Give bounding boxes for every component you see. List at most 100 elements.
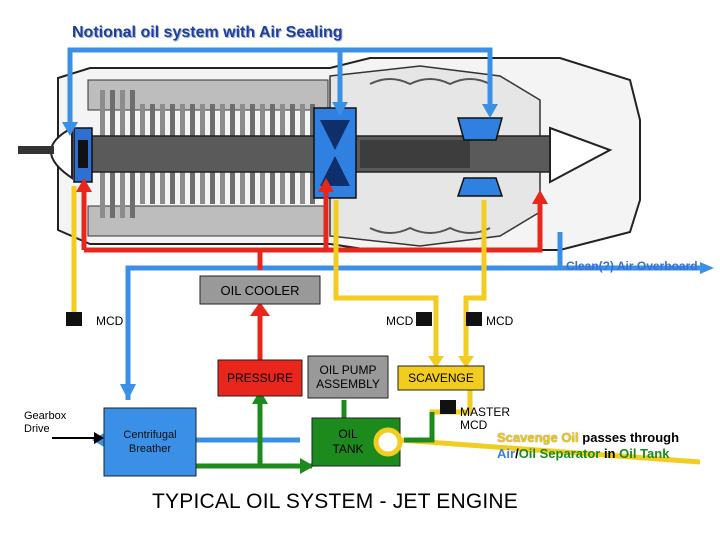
centrifugal-breather-box — [103, 407, 197, 477]
compressor-blade — [130, 172, 135, 218]
compressor-blade — [190, 172, 195, 204]
pressure-arrow-cooler — [250, 302, 270, 316]
compressor-blade — [140, 172, 145, 204]
compressor-blade — [300, 104, 305, 136]
compressor-blade — [150, 104, 155, 136]
mcd-label-left: MCD — [96, 314, 124, 328]
compressor-blade — [310, 172, 315, 204]
compressor-blade — [280, 104, 285, 136]
compressor-blade — [120, 90, 125, 136]
note-air: Air — [497, 446, 516, 461]
compressor-blade — [230, 104, 235, 136]
rear-bearing-chamber — [456, 117, 504, 197]
oil-tank-label-line2: TANK — [332, 442, 364, 456]
mcd-label-right: MCD — [486, 314, 514, 328]
oil-tank-label-line1: OIL — [338, 427, 358, 441]
air-arrow-center — [332, 102, 348, 116]
front-bearing-chamber — [73, 127, 93, 183]
pressure-label: PRESSURE — [226, 371, 294, 385]
pressure-arrow-front — [76, 178, 92, 192]
gearbox-label-line2: Drive — [24, 423, 50, 435]
return-arrow-pump — [252, 390, 268, 404]
return-arrow-tank-in — [300, 458, 314, 474]
scavenge-arrow-1 — [428, 356, 444, 368]
scavenge-box — [397, 365, 485, 391]
gearbox-label-line1: Gearbox — [24, 410, 67, 422]
compressor-blade — [160, 172, 165, 204]
pressure-arrow-rear — [532, 190, 548, 204]
air-arrow-front — [62, 122, 78, 136]
oil-pump-label-line2: ASSEMBLY — [316, 377, 380, 391]
mcd-markers — [66, 312, 482, 414]
jet-engine-cutaway — [18, 57, 641, 251]
note-in: in — [600, 446, 620, 461]
exhaust-cone — [549, 126, 613, 184]
master-mcd-label: MASTER MCD — [460, 406, 510, 432]
compressor-blade — [100, 172, 105, 218]
note-slash: / — [515, 446, 519, 461]
oil-tank-label: OIL TANK — [312, 418, 384, 466]
compressor-blade — [150, 172, 155, 204]
compressor-blade — [210, 104, 215, 136]
compressor-blade — [170, 172, 175, 204]
breather-label: Centrifugal Breather — [104, 408, 196, 476]
compressor-blade — [110, 90, 115, 136]
oil-pump-box — [307, 355, 389, 399]
compressor-blade — [180, 104, 185, 136]
compressor-blade — [240, 172, 245, 204]
compressor-blade — [120, 172, 125, 218]
compressor-blade — [210, 172, 215, 204]
separator-note-line2: Air/Oil Separator in Oil Tank — [497, 446, 679, 462]
separator-note: Scavenge Oil passes through Air/Oil Sepa… — [497, 430, 679, 462]
compressor-blade — [290, 104, 295, 136]
compressor-blade — [170, 104, 175, 136]
compressor-blade — [200, 172, 205, 204]
note-oil-separator: Oil Separator — [518, 446, 601, 461]
compressor-blade — [260, 104, 265, 136]
center-bearing-chamber — [313, 107, 357, 199]
compressor-blade — [260, 172, 265, 204]
compressor-blade — [160, 104, 165, 136]
compressor-blade — [270, 172, 275, 204]
return-lines — [196, 400, 435, 469]
compressor-blade — [190, 104, 195, 136]
compressor-blade — [250, 104, 255, 136]
compressor-blade — [130, 90, 135, 136]
note-scavenge-oil: Scavenge Oil — [497, 430, 579, 445]
compressor-blade — [140, 104, 145, 136]
compressor-blade — [250, 172, 255, 204]
compressor-blade — [110, 172, 115, 218]
pressure-arrow-center — [318, 178, 334, 192]
air-arrow-rear — [482, 104, 498, 118]
compressor-blade — [180, 172, 185, 204]
pressure-box — [217, 359, 303, 397]
air-sealing-lines — [67, 47, 700, 443]
diagram-title: Notional oil system with Air Sealing — [72, 24, 343, 41]
compressor-blade — [220, 172, 225, 204]
overboard-label: Clean(?) Air Overboard — [566, 259, 698, 273]
air-arrow-breather — [120, 384, 136, 400]
note-passes-through: passes through — [578, 430, 680, 445]
oil-pump-label-line1: OIL PUMP — [319, 363, 377, 377]
master-mcd-line1: MASTER — [460, 405, 511, 419]
compressor-blade — [270, 104, 275, 136]
compressor-blade — [220, 104, 225, 136]
gearbox-drive-arrow — [94, 432, 104, 444]
air-oil-separator — [373, 427, 403, 457]
nose-spinner — [50, 126, 73, 180]
compressor-stages — [100, 90, 315, 218]
oil-cooler-label: OIL COOLER — [220, 282, 300, 298]
scavenge-arrow-2 — [458, 356, 474, 368]
mcd-label-center: MCD — [386, 314, 414, 328]
breather-label-line2: Breather — [128, 443, 172, 455]
oil-cooler-box — [199, 275, 321, 305]
compressor-blade — [290, 172, 295, 204]
compressor-blade — [240, 104, 245, 136]
compressor-blade — [310, 104, 315, 136]
compressor-blade — [280, 172, 285, 204]
compressor-blade — [100, 90, 105, 136]
separator-note-line1: Scavenge Oil passes through — [497, 430, 679, 446]
master-mcd-line2: MCD — [460, 418, 488, 432]
